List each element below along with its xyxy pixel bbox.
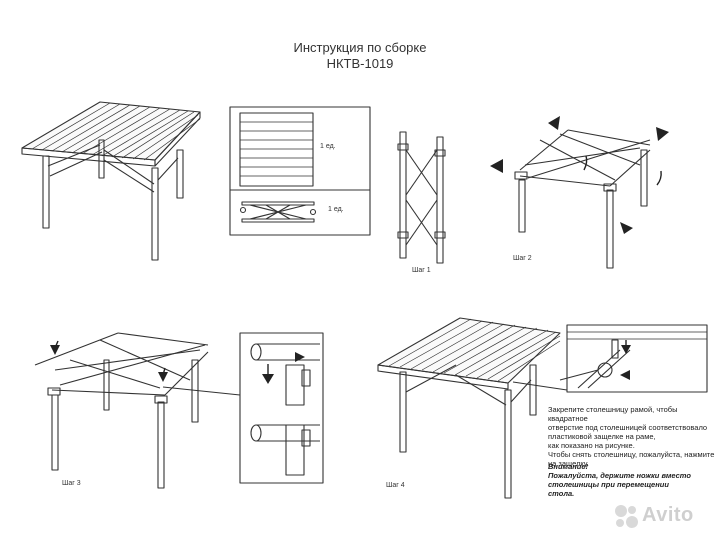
instruction-line: отверстие под столешницей соответствовал… (548, 423, 708, 432)
step-label-4: Шаг 4 (386, 482, 405, 489)
warning-block: Внимание! Пожалуйста, держите ножки вмес… (548, 462, 718, 498)
step-label-1: Шаг 1 (412, 267, 431, 274)
part-qty-tabletop: 1 ед. (320, 143, 336, 150)
arrow-icon (548, 116, 560, 130)
instructions-block: Закрепите столешницу рамой, чтобы квадра… (548, 405, 718, 468)
arrow-icon (262, 374, 274, 384)
warning-line: столешницы при перемещении (548, 480, 669, 489)
warning-line: Пожалуйста, держите ножки вместо (548, 471, 691, 480)
part-qty-frame: 1 ед. (328, 206, 344, 213)
watermark: Avito (612, 502, 712, 532)
page-title: Инструкция по сборке (293, 40, 427, 55)
step-label-3: Шаг 3 (62, 480, 81, 487)
arrow-icon (620, 222, 633, 234)
warning-title: Внимание! (548, 462, 589, 471)
step-label-2: Шаг 2 (513, 255, 532, 262)
instruction-line: на защелку. (548, 459, 589, 468)
step1-folded-frame (397, 131, 446, 264)
arrow-icon (621, 345, 631, 354)
arrow-icon (490, 159, 503, 173)
avito-logo-icon (615, 505, 638, 528)
step2-opening-frame (514, 129, 651, 269)
step3-frame (34, 332, 209, 489)
instruction-line: как показано на рисунке. (548, 441, 635, 450)
arrow-icon (620, 370, 630, 380)
assembled-table (21, 101, 201, 261)
arrow-icon (656, 127, 669, 141)
instruction-line: Закрепите столешницу рамой, чтобы квадра… (548, 405, 678, 423)
model-number: НКТВ-1019 (326, 56, 394, 71)
warning-line: стола. (548, 489, 575, 498)
arrow-icon (158, 372, 168, 382)
arrow-icon (295, 352, 305, 362)
watermark-text: Avito (642, 504, 694, 526)
instruction-line: пластиковой защелке на раме, (548, 432, 656, 441)
parts-box (229, 106, 371, 236)
step4-table (377, 317, 561, 499)
instruction-line: Чтобы снять столешницу, пожалуйста, нажм… (548, 450, 715, 459)
step4-latch-detail (559, 324, 708, 393)
latch-detail (239, 332, 324, 484)
arrow-icon (50, 345, 60, 355)
